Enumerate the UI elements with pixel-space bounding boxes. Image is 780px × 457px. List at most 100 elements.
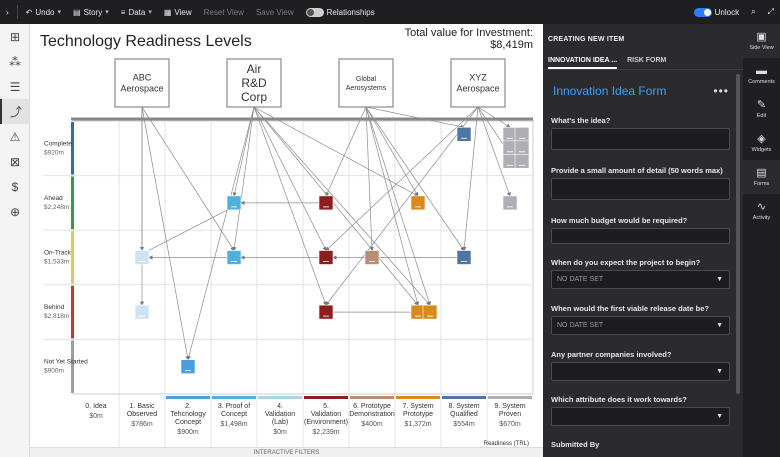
undo-button[interactable]: ↶ Undo ▾: [20, 0, 67, 24]
column-label: (Lab): [272, 419, 288, 426]
item-card: [514, 127, 530, 142]
activity-icon: ∿: [756, 201, 767, 213]
clipboard-icon: ▤: [756, 167, 767, 179]
item-card: [456, 250, 472, 265]
organization-label: R&D: [241, 76, 267, 90]
expand-icon: ⤢: [767, 7, 774, 16]
column-color-bar: [442, 396, 486, 399]
row-value: $900m: [44, 368, 64, 375]
relationship-arrow: [462, 106, 479, 252]
warning-button[interactable]: ⚠: [0, 124, 30, 149]
form-title: Innovation Idea Form: [553, 84, 667, 98]
item-card: [318, 195, 334, 211]
row-value: $2,248m: [44, 204, 69, 211]
row-value: $1,533m: [44, 259, 69, 266]
relationship-arrow: [365, 106, 420, 306]
question-detail: Provide a small amount of detail (50 wor…: [551, 166, 723, 175]
item-card: [226, 195, 242, 211]
question-budget: How much budget would be required?: [551, 216, 688, 225]
add-widget-button[interactable]: ⊞: [0, 24, 30, 49]
data-button[interactable]: ≡ Data ▾: [115, 0, 158, 24]
column-value: $0m: [89, 413, 103, 420]
reset-view-button[interactable]: Reset View: [198, 0, 250, 24]
add-view-button[interactable]: ⊕: [0, 199, 30, 224]
organization-label: Air: [247, 62, 262, 76]
story-button[interactable]: ▤ Story ▾: [67, 0, 115, 24]
column-color-bar: [396, 396, 440, 399]
relationship-arrow: [253, 106, 327, 252]
comments-label: Comments: [748, 79, 775, 85]
comments-button[interactable]: ▬ Comments: [743, 58, 780, 92]
edit-label: Edit: [756, 113, 767, 119]
forms-label: Forms: [753, 181, 770, 187]
relationship-arrow: [141, 106, 235, 252]
story-label: Story: [83, 7, 103, 17]
organization-label: Aerosystems: [346, 85, 387, 92]
column-value: $0m: [273, 429, 287, 436]
network-button[interactable]: ⁂: [0, 49, 30, 74]
attribute-select[interactable]: ▼: [551, 407, 730, 426]
column-label: Proven: [499, 411, 521, 418]
relationship-arrow: [186, 106, 255, 361]
tab-innovation-idea[interactable]: INNOVATION IDEA ...: [548, 54, 618, 69]
view-button[interactable]: ▦ View: [158, 0, 198, 24]
search-icon: ⌕: [751, 7, 756, 16]
relationship-arrow: [325, 106, 367, 197]
partners-select[interactable]: ▼: [551, 362, 730, 381]
toolbar-divider: [16, 5, 18, 19]
forms-button[interactable]: ▤ Forms: [743, 160, 780, 194]
relationship-arrow: [325, 106, 479, 306]
start-date-select[interactable]: NO DATE SET ▼: [551, 270, 730, 289]
collapse-button[interactable]: ›: [0, 0, 15, 24]
chevron-down-icon: ▾: [148, 9, 152, 16]
toolbar-right: Unlock ⌕ ⤢: [688, 0, 780, 24]
question-start: When do you expect the project to begin?: [551, 258, 701, 267]
chart-button[interactable]: ⤴: [0, 99, 30, 124]
relationship-arrow: [232, 106, 255, 252]
column-value: $900m: [177, 429, 199, 436]
plus-circle-icon: ⊕: [9, 204, 21, 219]
relationship-arrow: [365, 106, 465, 252]
budget-input[interactable]: [551, 228, 730, 244]
relationship-arrow: [365, 106, 431, 306]
search-button[interactable]: ⌕: [745, 0, 761, 24]
pencil-icon: ✎: [756, 99, 767, 111]
column-label: 4.: [277, 403, 283, 410]
unlock-toggle[interactable]: Unlock: [688, 0, 745, 24]
item-card: [514, 140, 530, 156]
matrix-button[interactable]: ⊠: [0, 149, 30, 174]
column-value: $1,498m: [220, 421, 247, 428]
row-label: On-Track: [44, 250, 72, 257]
total-investment: Total value for Investment: $8,419m: [405, 27, 533, 51]
view-label: View: [174, 7, 192, 17]
relationship-arrow: [253, 106, 431, 306]
detail-input[interactable]: [551, 178, 730, 200]
save-view-button[interactable]: Save View: [250, 0, 300, 24]
item-card: [502, 195, 518, 211]
column-color-bar: [488, 396, 532, 399]
item-card: [134, 250, 150, 265]
money-button[interactable]: $: [0, 174, 30, 199]
column-label: 6. Prototype: [353, 403, 391, 410]
column-label: 5.: [323, 403, 329, 410]
item-card: [226, 250, 242, 265]
fullscreen-button[interactable]: ⤢: [762, 0, 780, 24]
more-options-icon[interactable]: •••: [713, 84, 729, 98]
activity-button[interactable]: ∿ Activity: [743, 194, 780, 228]
tab-risk-form[interactable]: RISK FORM: [627, 57, 667, 64]
edit-button[interactable]: ✎ Edit: [743, 92, 780, 126]
organization-box: [338, 58, 394, 108]
relationships-toggle[interactable]: Relationships: [300, 0, 381, 24]
list-button[interactable]: ☰: [0, 74, 30, 99]
widgets-button[interactable]: ◈ Widgets: [743, 126, 780, 160]
column-label: 3. Proof of: [218, 403, 250, 410]
data-label: Data: [128, 7, 146, 17]
column-label: Concept: [175, 419, 201, 426]
release-date-select[interactable]: NO DATE SET ▼: [551, 316, 730, 335]
idea-input[interactable]: [551, 128, 730, 150]
interactive-filters-bar[interactable]: INTERACTIVE FILTERS: [30, 447, 543, 457]
item-card: [180, 359, 196, 375]
side-view-button[interactable]: ▣ Side View: [743, 24, 780, 58]
panel-scrollbar[interactable]: [736, 74, 740, 394]
row-color-bar: [71, 176, 74, 230]
